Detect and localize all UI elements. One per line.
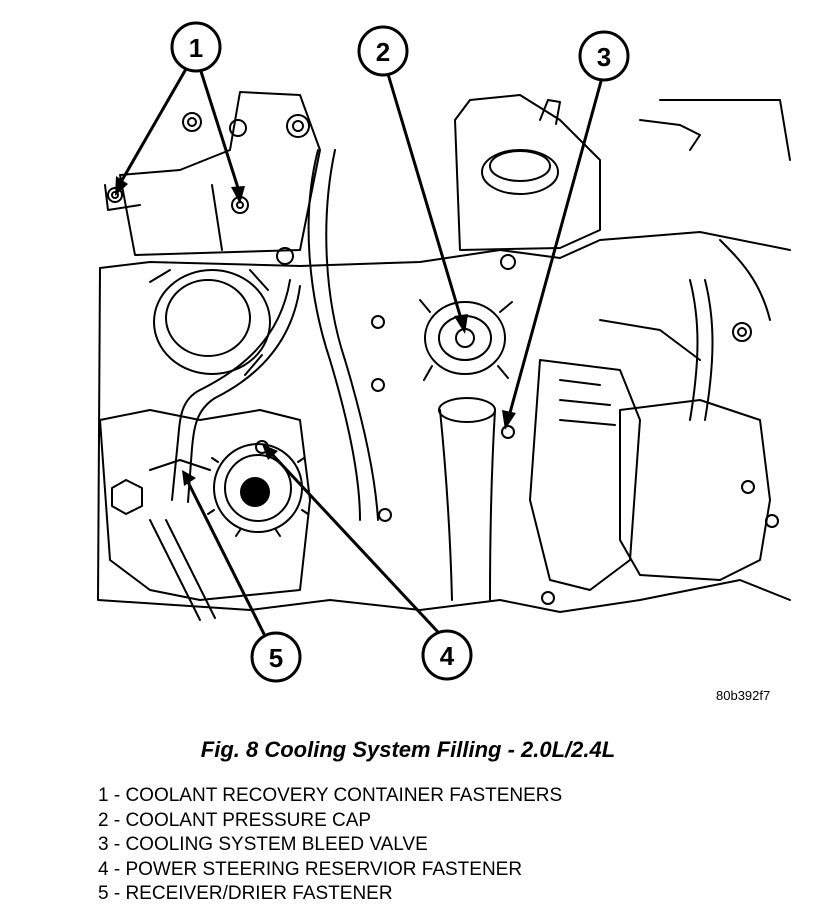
callout-5-number: 5 [269,643,283,673]
legend-item: 5 - RECEIVER/DRIER FASTENER [98,883,393,904]
leader-lines [119,61,605,643]
callout-4: 4 [421,629,473,681]
callout-3: 3 [578,30,630,82]
callout-3-number: 3 [597,42,611,72]
legend-item: 2 - COOLANT PRESSURE CAP [98,809,372,831]
callout-1: 1 [170,21,222,73]
legend-list: 1 - COOLANT RECOVERY CONTAINER FASTENERS… [98,784,562,907]
callout-2-number: 2 [376,37,390,67]
callout-2: 2 [357,25,409,77]
figure-caption: Fig. 8 Cooling System Filling - 2.0L/2.4… [200,737,616,762]
figure-code: 80b392f7 [716,688,771,703]
legend-item: 3 - COOLING SYSTEM BLEED VALVE [98,834,428,855]
legend-item: 1 - COOLANT RECOVERY CONTAINER FASTENERS [98,785,563,806]
engine-drawing [97,91,791,621]
legend-item: 4 - POWER STEERING RESERVIOR FASTENER [98,858,523,880]
leader-arrowheads [115,176,516,486]
callout-4-number: 4 [440,641,455,671]
callout-5: 5 [250,631,302,683]
callout-1-number: 1 [189,33,203,63]
